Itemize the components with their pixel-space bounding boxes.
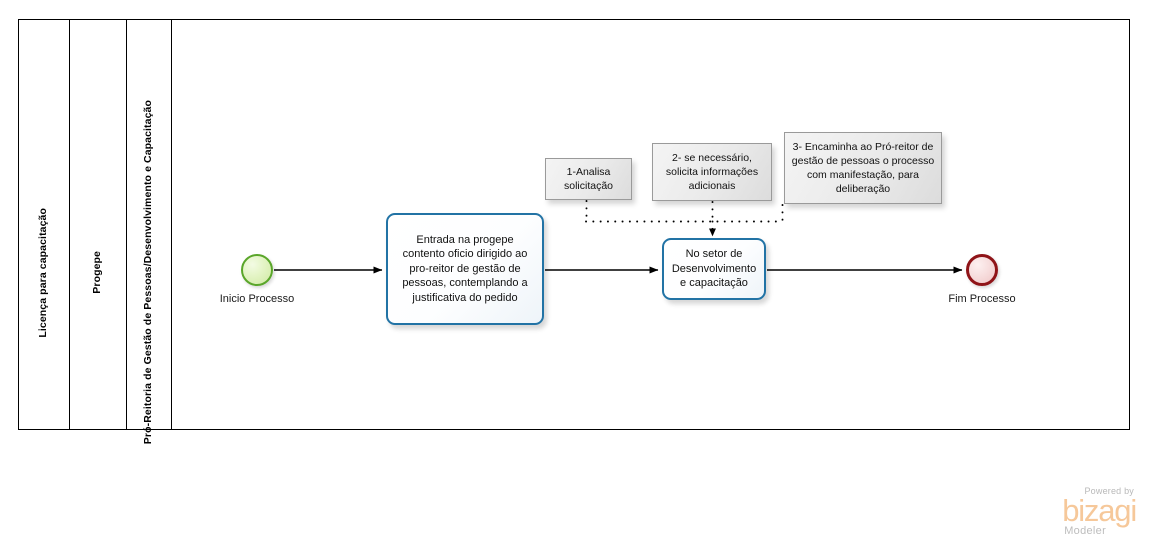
pool-title-text: Licença para capacitação (37, 207, 49, 338)
lane-divider-3 (171, 20, 172, 429)
note-2-text: 2- se necessário, solicita informações a… (665, 152, 759, 192)
lane-label-progepe: Progepe (68, 0, 125, 545)
lane-label-pro-reitoria: Pró-Reitoria de Gestão de Pessoas/Desenv… (125, 0, 170, 545)
bizagi-watermark: Powered by bizagi Modeler (1062, 486, 1137, 537)
note-1-analisa-solicitacao[interactable]: 1-Analisa solicitação (545, 158, 632, 200)
task-setor-desenvolvimento-label: No setor de Desenvolvimento e capacitaçã… (671, 248, 757, 290)
watermark-powered-by: Powered by (1084, 486, 1134, 497)
task-entrada-progepe[interactable]: Entrada na progepe contento oficio dirig… (386, 213, 544, 325)
end-event[interactable] (966, 254, 998, 286)
task-entrada-progepe-label: Entrada na progepe contento oficio dirig… (402, 233, 528, 304)
watermark-product-name: Modeler (1064, 525, 1107, 537)
start-event-label: Inicio Processo (219, 293, 295, 305)
note-2-solicita-informacoes[interactable]: 2- se necessário, solicita informações a… (652, 143, 772, 201)
lane-pro-reitoria-text: Pró-Reitoria de Gestão de Pessoas/Desenv… (141, 100, 154, 445)
process-pool (18, 19, 1130, 430)
watermark-brand-logo: bizagi (1062, 493, 1137, 529)
note-1-text: 1-Analisa solicitação (563, 166, 614, 192)
task-setor-desenvolvimento[interactable]: No setor de Desenvolvimento e capacitaçã… (662, 238, 766, 300)
pool-title-label: Licença para capacitação (18, 0, 68, 545)
lane-divider-2 (126, 20, 127, 429)
end-event-label: Fim Processo (948, 293, 1016, 305)
lane-progepe-text: Progepe (90, 251, 103, 294)
lane-divider-1 (69, 20, 70, 429)
note-3-text: 3- Encaminha ao Pró-reitor de gestão de … (791, 141, 935, 195)
note-3-encaminha-pro-reitor[interactable]: 3- Encaminha ao Pró-reitor de gestão de … (784, 132, 942, 204)
start-event[interactable] (241, 254, 273, 286)
